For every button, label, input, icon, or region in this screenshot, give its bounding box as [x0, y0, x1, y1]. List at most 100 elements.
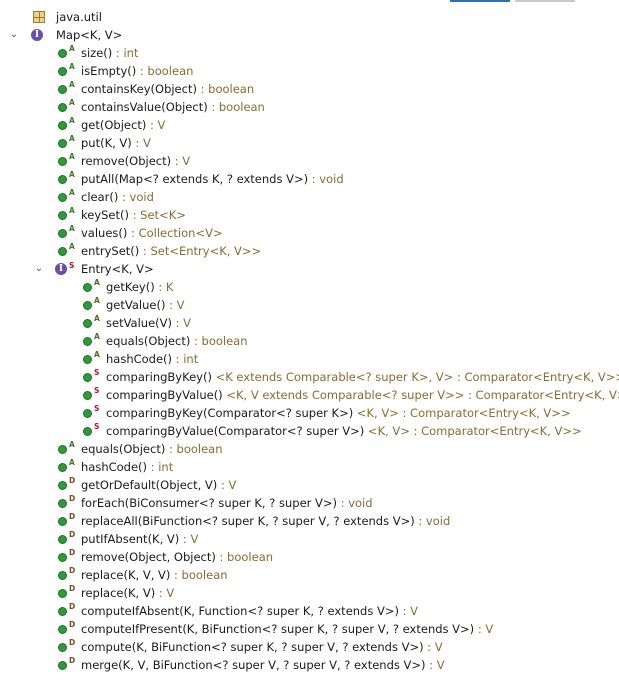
method-return-type: : V — [217, 478, 237, 492]
method-label: remove(Object) : V — [81, 152, 190, 170]
method-return-type: : boolean — [215, 550, 274, 564]
tree-row-entry-interface[interactable]: ⌄ I S Entry<K, V> — [0, 260, 619, 278]
public-method-icon — [58, 517, 67, 526]
chevron-down-icon[interactable]: ⌄ — [34, 263, 44, 274]
public-method-icon — [58, 49, 67, 58]
default-modifier-icon: D — [69, 494, 76, 503]
inactive-tab-indicator[interactable] — [515, 0, 575, 2]
method-return-type: : boolean — [136, 64, 194, 78]
method-return-type: : V — [155, 586, 175, 600]
method-signature: computeIfPresent(K, BiFunction<? super K… — [81, 622, 475, 636]
method-return-type: : boolean — [165, 442, 223, 456]
method-signature: hashCode() — [106, 352, 173, 366]
abstract-modifier-icon: A — [69, 440, 75, 449]
method-signature: putAll(Map<? extends K, ? extends V>) — [81, 172, 309, 186]
method-label: equals(Object) : boolean — [81, 440, 223, 458]
method-signature: clear() — [81, 190, 119, 204]
public-method-icon — [58, 103, 67, 112]
method-signature: comparingByValue(Comparator<? super V>) — [106, 424, 365, 438]
method-label: putAll(Map<? extends K, ? extends V>) : … — [81, 170, 344, 188]
default-modifier-icon: D — [69, 530, 76, 539]
method-label: isEmpty() : boolean — [81, 62, 193, 80]
static-modifier-icon: S — [69, 261, 75, 270]
abstract-modifier-icon: A — [69, 458, 75, 467]
method-return-type: : void — [308, 172, 344, 186]
method-signature: put(K, V) — [81, 136, 132, 150]
method-label: computeIfAbsent(K, Function<? super K, ?… — [81, 602, 418, 620]
method-signature: entrySet() — [81, 244, 140, 258]
abstract-modifier-icon: A — [69, 224, 75, 233]
public-method-icon — [58, 85, 67, 94]
public-method-icon — [58, 499, 67, 508]
method-signature: isEmpty() — [81, 64, 137, 78]
active-tab-indicator[interactable] — [450, 0, 510, 2]
method-label: equals(Object) : boolean — [106, 332, 248, 350]
abstract-modifier-icon: A — [94, 296, 100, 305]
method-return-type: : boolean — [190, 334, 248, 348]
tree-row-package[interactable]: java.util — [0, 8, 619, 26]
method-signature: equals(Object) — [81, 442, 166, 456]
public-method-icon — [58, 463, 67, 472]
method-label: size() : int — [81, 44, 138, 62]
method-return-type: : Set<K> — [129, 208, 186, 222]
method-signature: containsValue(Object) — [81, 100, 208, 114]
method-signature: setValue(V) — [106, 316, 172, 330]
method-label: setValue(V) : V — [106, 314, 191, 332]
method-signature: comparingByKey() — [106, 370, 212, 384]
static-modifier-icon: S — [94, 386, 100, 395]
public-method-icon — [58, 445, 67, 454]
method-signature: compute(K, BiFunction<? super K, ? super… — [81, 640, 424, 654]
method-return-type: : boolean — [196, 82, 255, 96]
method-return-type: : V — [425, 658, 445, 672]
method-signature: replace(K, V) — [81, 586, 156, 600]
chevron-down-icon[interactable]: ⌄ — [9, 29, 19, 40]
method-return-type: : boolean — [207, 100, 265, 114]
editor-tab-strip — [0, 0, 619, 4]
method-label: hashCode() : int — [106, 350, 198, 368]
method-signature: keySet() — [81, 208, 129, 222]
method-label: keySet() : Set<K> — [81, 206, 186, 224]
public-method-icon — [83, 409, 92, 418]
method-label: replaceAll(BiFunction<? super K, ? super… — [81, 512, 450, 530]
abstract-modifier-icon: A — [69, 80, 75, 89]
tree-row-map-interface[interactable]: ⌄ I Map<K, V> — [0, 26, 619, 44]
interface-icon: I — [55, 263, 67, 275]
